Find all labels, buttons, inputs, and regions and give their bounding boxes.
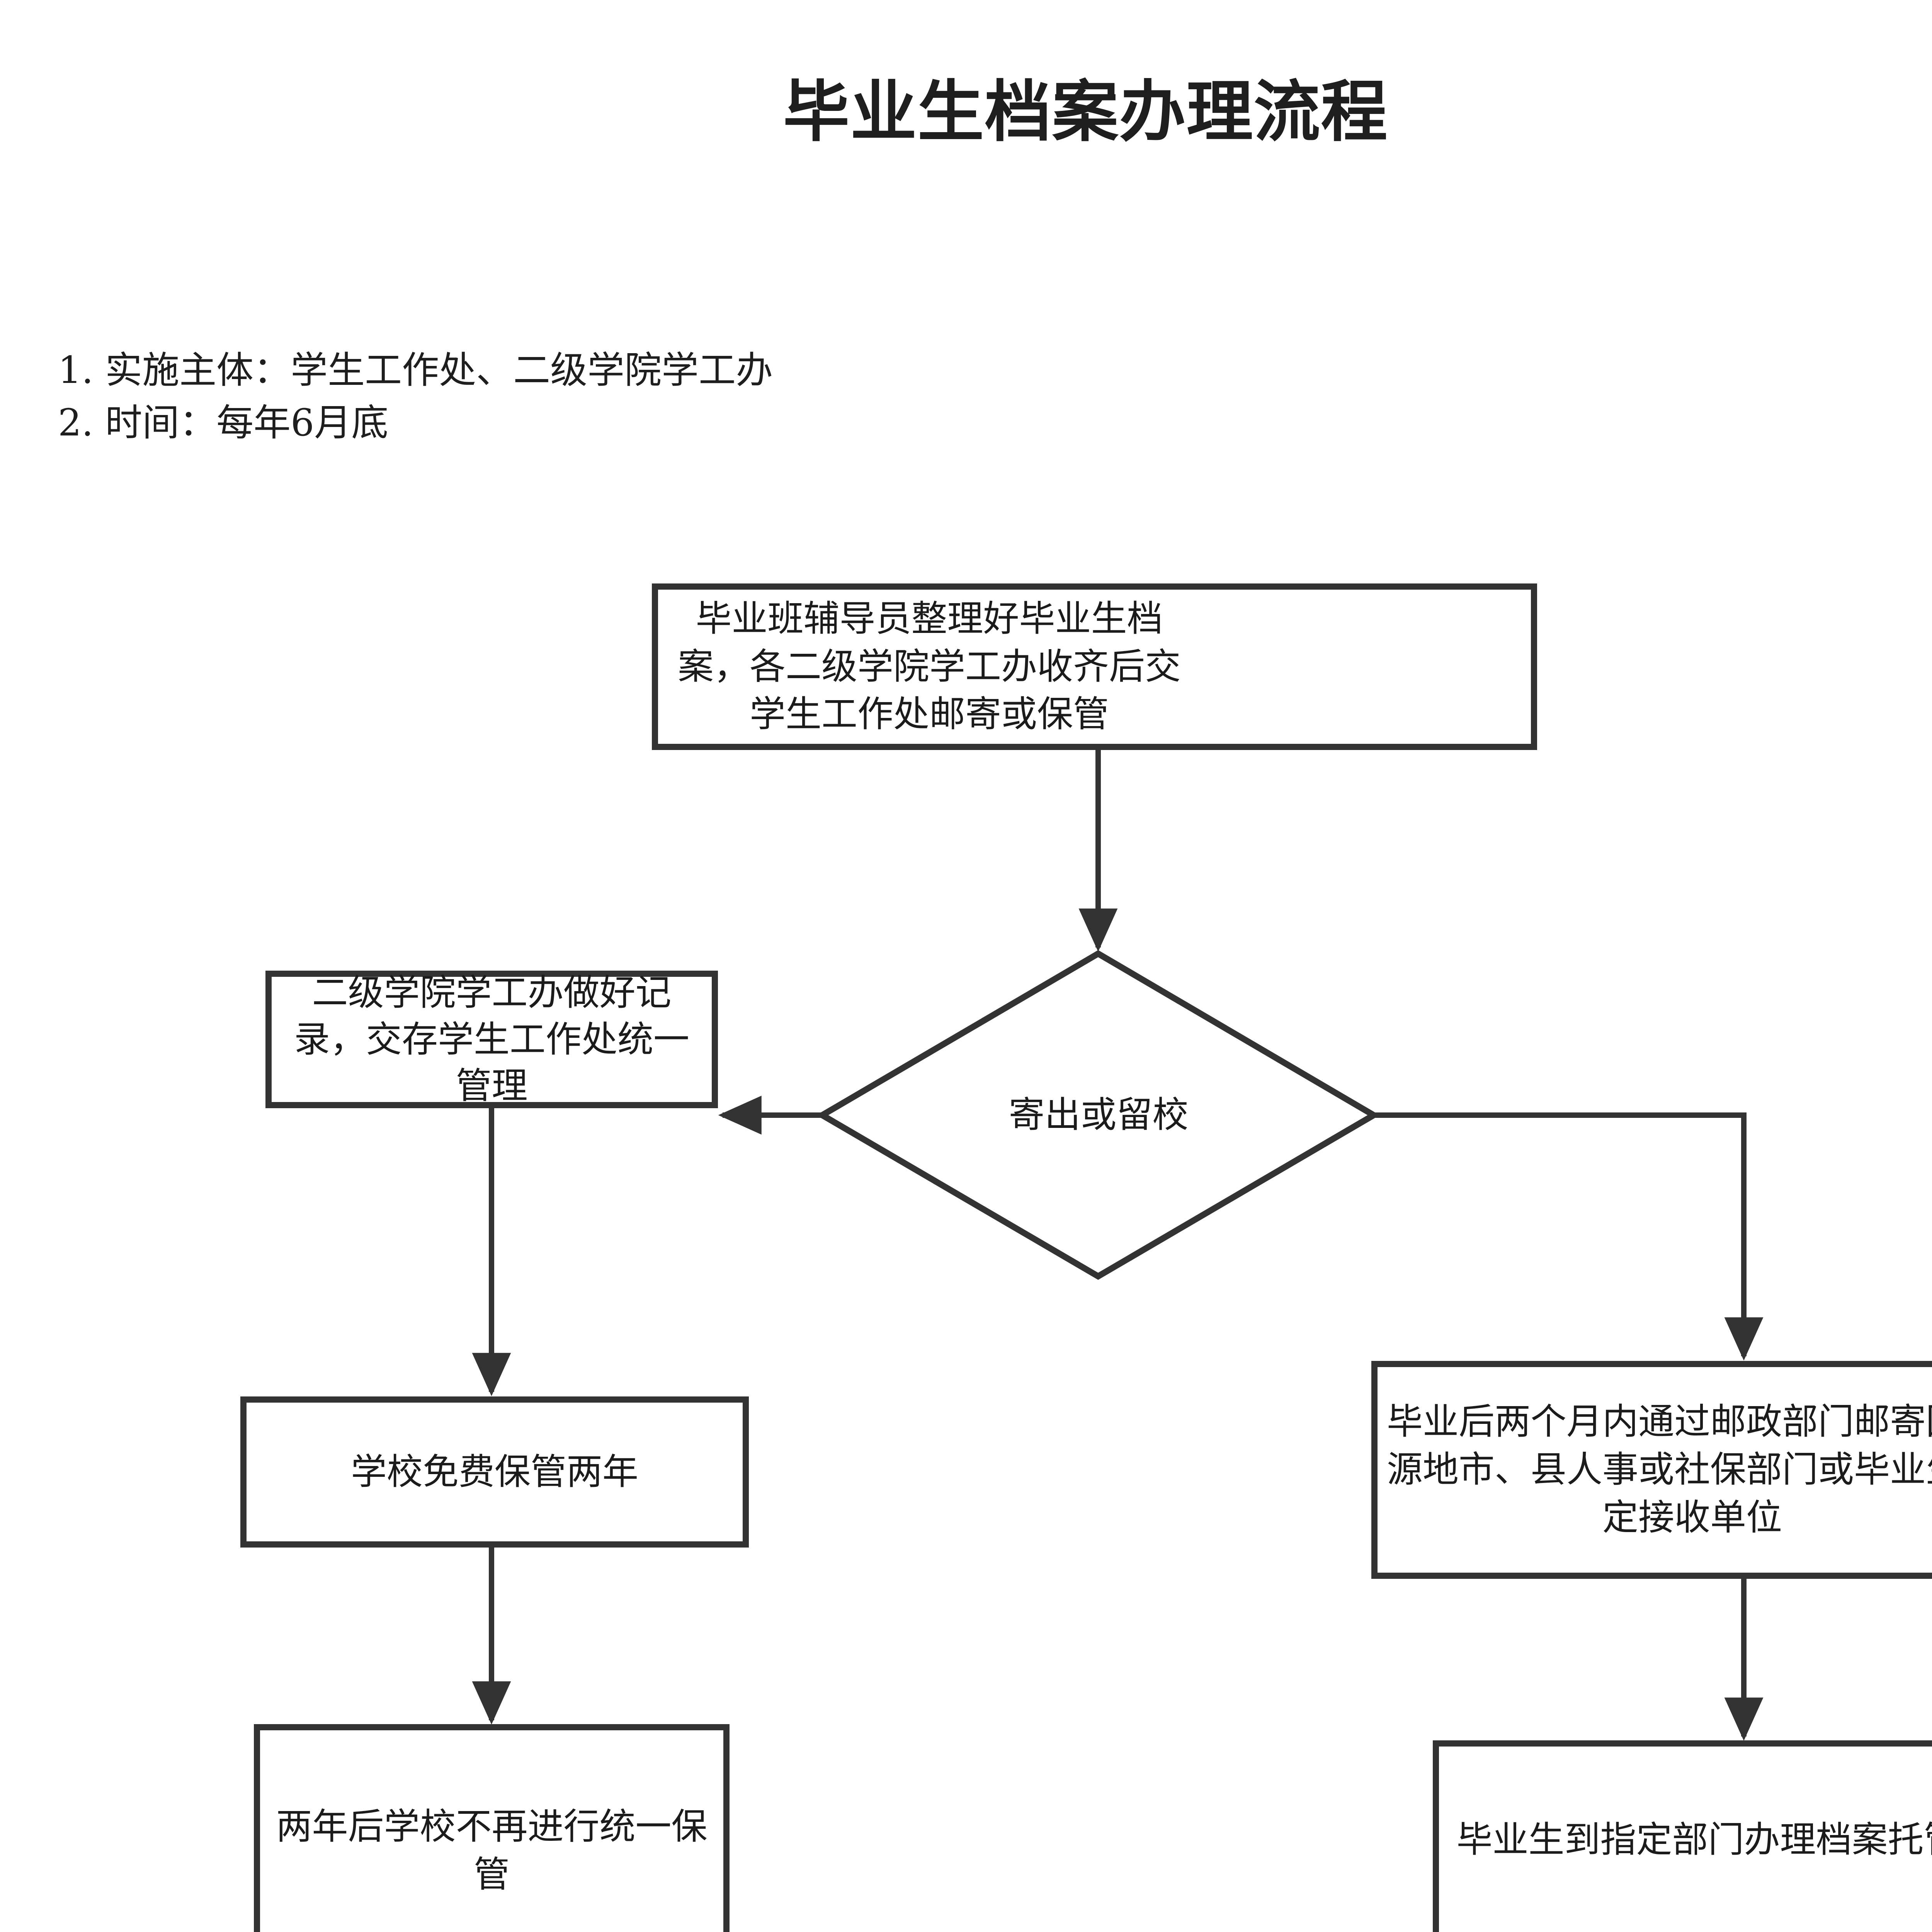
page-title: 毕业生档案办理流程 (783, 73, 1388, 151)
node-intake[interactable] (652, 583, 1537, 750)
node-freekeep[interactable] (240, 1396, 749, 1548)
node-after2y[interactable] (254, 1724, 730, 1932)
node-record[interactable] (265, 971, 718, 1108)
node-decision[interactable] (816, 950, 1380, 1280)
intro-notes: 1. 实施主体：学生工作处、二级学院学工办 2. 时间：每年6月底 (58, 344, 773, 449)
intro-line-time: 2. 时间：每年6月底 (58, 401, 389, 445)
intro-line-subject: 1. 实施主体：学生工作处、二级学院学工办 (58, 349, 773, 392)
node-handover[interactable] (1433, 1740, 1932, 1932)
node-mailback[interactable] (1371, 1361, 1932, 1579)
edge-decision-to-mailback (1374, 1112, 1764, 1361)
